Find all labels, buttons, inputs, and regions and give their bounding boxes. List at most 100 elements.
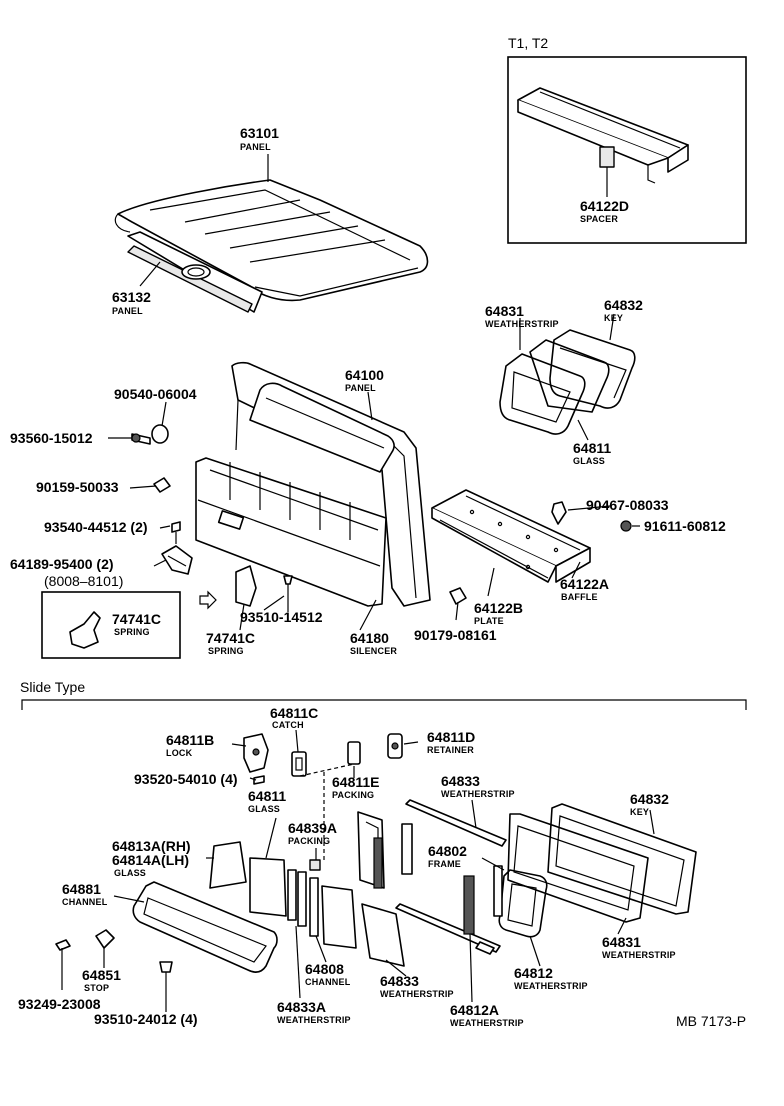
svg-text:93520-54010 (4): 93520-54010 (4) <box>134 771 238 787</box>
svg-text:64832: 64832 <box>604 297 643 313</box>
part-label: 93510-14512 <box>240 609 323 625</box>
svg-text:WEATHERSTRIP: WEATHERSTRIP <box>441 789 515 799</box>
svg-text:90467-08033: 90467-08033 <box>586 497 669 513</box>
slide-type-section: Slide Type <box>20 679 747 710</box>
svg-text:WEATHERSTRIP: WEATHERSTRIP <box>380 989 454 999</box>
svg-text:BAFFLE: BAFFLE <box>561 592 598 602</box>
svg-text:64832: 64832 <box>630 791 669 807</box>
spring-inset: (8008–8101) <box>41 573 217 659</box>
svg-text:PLATE: PLATE <box>474 616 504 626</box>
svg-text:SPRING: SPRING <box>114 627 150 637</box>
spacer-rail-drawing <box>517 87 689 197</box>
svg-text:WEATHERSTRIP: WEATHERSTRIP <box>277 1015 351 1025</box>
svg-text:64851: 64851 <box>82 967 121 983</box>
svg-text:GLASS: GLASS <box>573 456 605 466</box>
svg-text:93249-23008: 93249-23008 <box>18 996 101 1012</box>
svg-text:63132: 63132 <box>112 289 151 305</box>
part-label: 93540-44512 (2) <box>44 519 148 535</box>
svg-text:90540-06004: 90540-06004 <box>114 386 197 402</box>
svg-text:64831: 64831 <box>485 303 524 319</box>
svg-text:74741C: 74741C <box>206 630 255 646</box>
svg-text:90159-50033: 90159-50033 <box>36 479 119 495</box>
svg-text:64811: 64811 <box>573 440 611 456</box>
svg-text:64812A: 64812A <box>450 1002 499 1018</box>
reference-code: MB 7173-P <box>676 1013 746 1029</box>
svg-text:PANEL: PANEL <box>240 142 271 152</box>
svg-text:64122D: 64122D <box>580 198 629 214</box>
svg-text:64833A: 64833A <box>277 999 326 1015</box>
svg-text:64811E: 64811E <box>332 774 380 790</box>
svg-text:SPACER: SPACER <box>580 214 618 224</box>
svg-text:74741C: 74741C <box>112 611 161 627</box>
svg-text:64833: 64833 <box>380 973 419 989</box>
svg-text:64811: 64811 <box>248 788 286 804</box>
svg-text:64831: 64831 <box>602 934 641 950</box>
svg-text:64100: 64100 <box>345 367 384 383</box>
svg-text:PANEL: PANEL <box>112 306 143 316</box>
svg-text:FRAME: FRAME <box>428 859 461 869</box>
part-label: 90179-08161 <box>414 627 497 643</box>
part-label: 93510-24012 (4) <box>94 1011 198 1027</box>
silencer-64180-drawing <box>195 457 387 607</box>
svg-text:64180: 64180 <box>350 630 389 646</box>
spring-inset-frame <box>41 591 181 659</box>
inset-code: (8008–8101) <box>44 573 123 589</box>
part-label: 64813A(RH) <box>112 838 191 854</box>
svg-text:PANEL: PANEL <box>345 383 376 393</box>
svg-text:93540-44512 (2): 93540-44512 (2) <box>44 519 148 535</box>
part-label: 93520-54010 (4) <box>134 771 238 787</box>
slide-window-drawing <box>55 733 697 1012</box>
svg-text:64189-95400 (2): 64189-95400 (2) <box>10 556 114 572</box>
svg-text:63101: 63101 <box>240 125 279 141</box>
svg-text:GLASS: GLASS <box>114 868 146 878</box>
svg-text:WEATHERSTRIP: WEATHERSTRIP <box>485 319 559 329</box>
fasteners-top <box>131 424 632 612</box>
svg-text:WEATHERSTRIP: WEATHERSTRIP <box>602 950 676 960</box>
svg-text:64812: 64812 <box>514 965 553 981</box>
svg-text:LOCK: LOCK <box>166 748 193 758</box>
svg-text:RETAINER: RETAINER <box>427 745 474 755</box>
svg-text:WEATHERSTRIP: WEATHERSTRIP <box>514 981 588 991</box>
svg-text:64814A(LH): 64814A(LH) <box>112 852 189 868</box>
svg-text:64881: 64881 <box>62 881 101 897</box>
baffle-plate-drawing <box>431 489 591 583</box>
svg-text:GLASS: GLASS <box>248 804 280 814</box>
svg-text:64122B: 64122B <box>474 600 523 616</box>
arrow-icon <box>199 590 217 610</box>
svg-text:KEY: KEY <box>604 313 623 323</box>
svg-text:64833: 64833 <box>441 773 480 789</box>
back-panel-64100-drawing <box>231 361 431 607</box>
part-label: 91611-60812 <box>644 518 726 534</box>
svg-text:64839A: 64839A <box>288 820 337 836</box>
part-label: 64189-95400 (2) <box>10 556 114 572</box>
part-label: 90159-50033 <box>36 479 119 495</box>
part-label: 93249-23008 <box>18 996 101 1012</box>
svg-text:64808: 64808 <box>305 961 344 977</box>
svg-text:64811B: 64811B <box>166 732 214 748</box>
svg-text:93510-14512: 93510-14512 <box>240 609 323 625</box>
part-label: 64814A(LH)GLASS <box>112 852 189 878</box>
